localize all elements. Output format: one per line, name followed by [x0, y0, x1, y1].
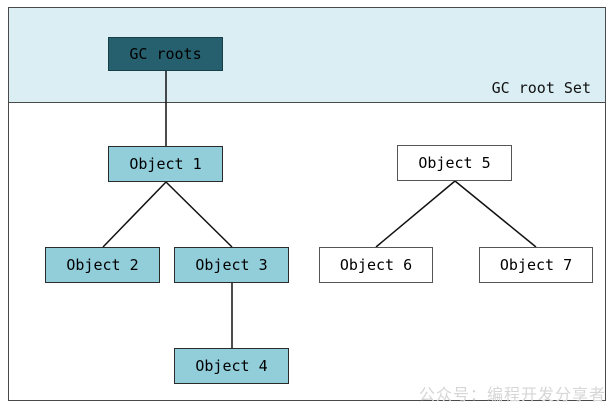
node-object-3: Object 3	[174, 247, 289, 283]
node-object-4: Object 4	[174, 348, 289, 384]
node-object-7-label: Object 7	[499, 256, 573, 274]
node-object-7: Object 7	[479, 247, 593, 283]
node-gc-roots-label: GC roots	[129, 45, 202, 63]
gc-root-set-band: GC root Set	[8, 7, 606, 103]
node-gc-roots: GC roots	[108, 37, 223, 71]
node-object-6: Object 6	[319, 247, 433, 283]
node-object-1: Object 1	[108, 146, 223, 182]
node-object-2: Object 2	[45, 247, 160, 283]
gc-root-set-label: GC root Set	[491, 79, 591, 97]
node-object-3-label: Object 3	[195, 256, 268, 274]
node-object-2-label: Object 2	[66, 256, 139, 274]
node-object-5-label: Object 5	[418, 154, 491, 172]
node-object-1-label: Object 1	[129, 155, 202, 173]
node-object-5: Object 5	[397, 145, 512, 181]
node-object-6-label: Object 6	[339, 256, 413, 274]
node-object-4-label: Object 4	[195, 357, 268, 375]
watermark-text: 公众号：编程开发分享者	[418, 385, 606, 404]
